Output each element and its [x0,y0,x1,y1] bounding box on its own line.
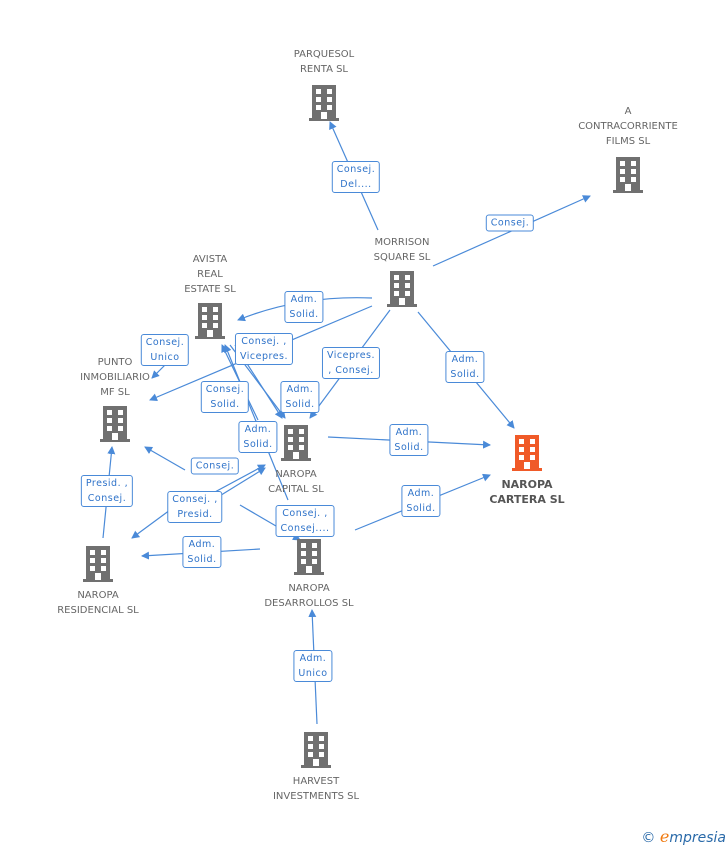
building-icon [281,425,311,461]
relation-label[interactable]: Adm. Solid. [401,485,441,517]
relation-label[interactable]: Presid. , Consej. [80,475,134,507]
company-label: NAROPA RESIDENCIAL SL [57,590,139,616]
copyright-icon: © [641,830,656,846]
company-label: MORRISON SQUARE SL [373,237,431,263]
company-naropa-desarrollos[interactable]: NAROPA DESARROLLOS SL [239,539,379,611]
empresia-logo[interactable]: © empresia [641,827,726,846]
relation-label[interactable]: Adm. Solid. [280,381,320,413]
building-icon [100,406,130,442]
relation-label[interactable]: Consej. [190,457,240,475]
relation-label[interactable]: Consej. Unico [140,334,190,366]
relation-label[interactable]: Consej. [485,214,535,232]
company-harvest-investments[interactable]: HARVEST INVESTMENTS SL [246,732,386,804]
relation-label[interactable]: Consej. , Consej.... [275,505,335,537]
company-naropa-capital[interactable]: NAROPA CAPITAL SL [226,425,366,497]
company-a-contracorriente-films[interactable]: A CONTRACORRIENTE FILMS SL [558,104,698,193]
company-label: NAROPA CAPITAL SL [268,469,324,495]
building-icon [387,271,417,307]
building-icon [195,303,225,339]
relation-label[interactable]: Adm. Solid. [284,291,324,323]
edge [131,509,171,539]
company-label: HARVEST INVESTMENTS SL [272,776,360,802]
relation-label[interactable]: Consej. , Vicepres. [234,333,294,365]
company-label: A CONTRACORRIENTE FILMS SL [578,106,678,147]
edge [144,446,186,471]
company-label: PARQUESOL RENTA SL [293,49,355,75]
relation-label[interactable]: Adm. Unico [293,650,333,682]
company-label: AVISTA REAL ESTATE SL [184,254,236,295]
company-naropa-residencial[interactable]: NAROPA RESIDENCIAL SL [28,546,168,618]
company-morrison-square[interactable]: MORRISON SQUARE SL [332,235,472,307]
building-icon [83,546,113,582]
relation-label[interactable]: Adm. Solid. [238,421,278,453]
relation-label[interactable]: Vicepres. , Consej. [321,347,381,379]
company-naropa-cartera[interactable]: NAROPA CARTERA SL [457,435,597,507]
company-punto-inmobiliario[interactable]: PUNTO INMOBILIARIO MF SL [45,355,185,442]
relation-label[interactable]: Consej. Solid. [200,381,250,413]
company-avista-real-estate[interactable]: AVISTA REAL ESTATE SL [140,252,280,339]
relation-label[interactable]: Consej. Del.... [331,161,381,193]
company-parquesol-renta[interactable]: PARQUESOL RENTA SL [254,47,394,121]
relation-label[interactable]: Adm. Solid. [182,536,222,568]
building-icon [512,435,542,471]
relation-label[interactable]: Adm. Solid. [445,351,485,383]
relation-label[interactable]: Adm. Solid. [389,424,429,456]
company-label: PUNTO INMOBILIARIO MF SL [80,357,150,398]
company-label: NAROPA CARTERA SL [489,478,565,506]
building-icon [294,539,324,575]
building-icon [613,157,643,193]
company-label: NAROPA DESARROLLOS SL [264,583,354,609]
building-icon [309,85,339,121]
relation-label[interactable]: Consej. , Presid. [167,491,223,523]
building-icon [301,732,331,768]
